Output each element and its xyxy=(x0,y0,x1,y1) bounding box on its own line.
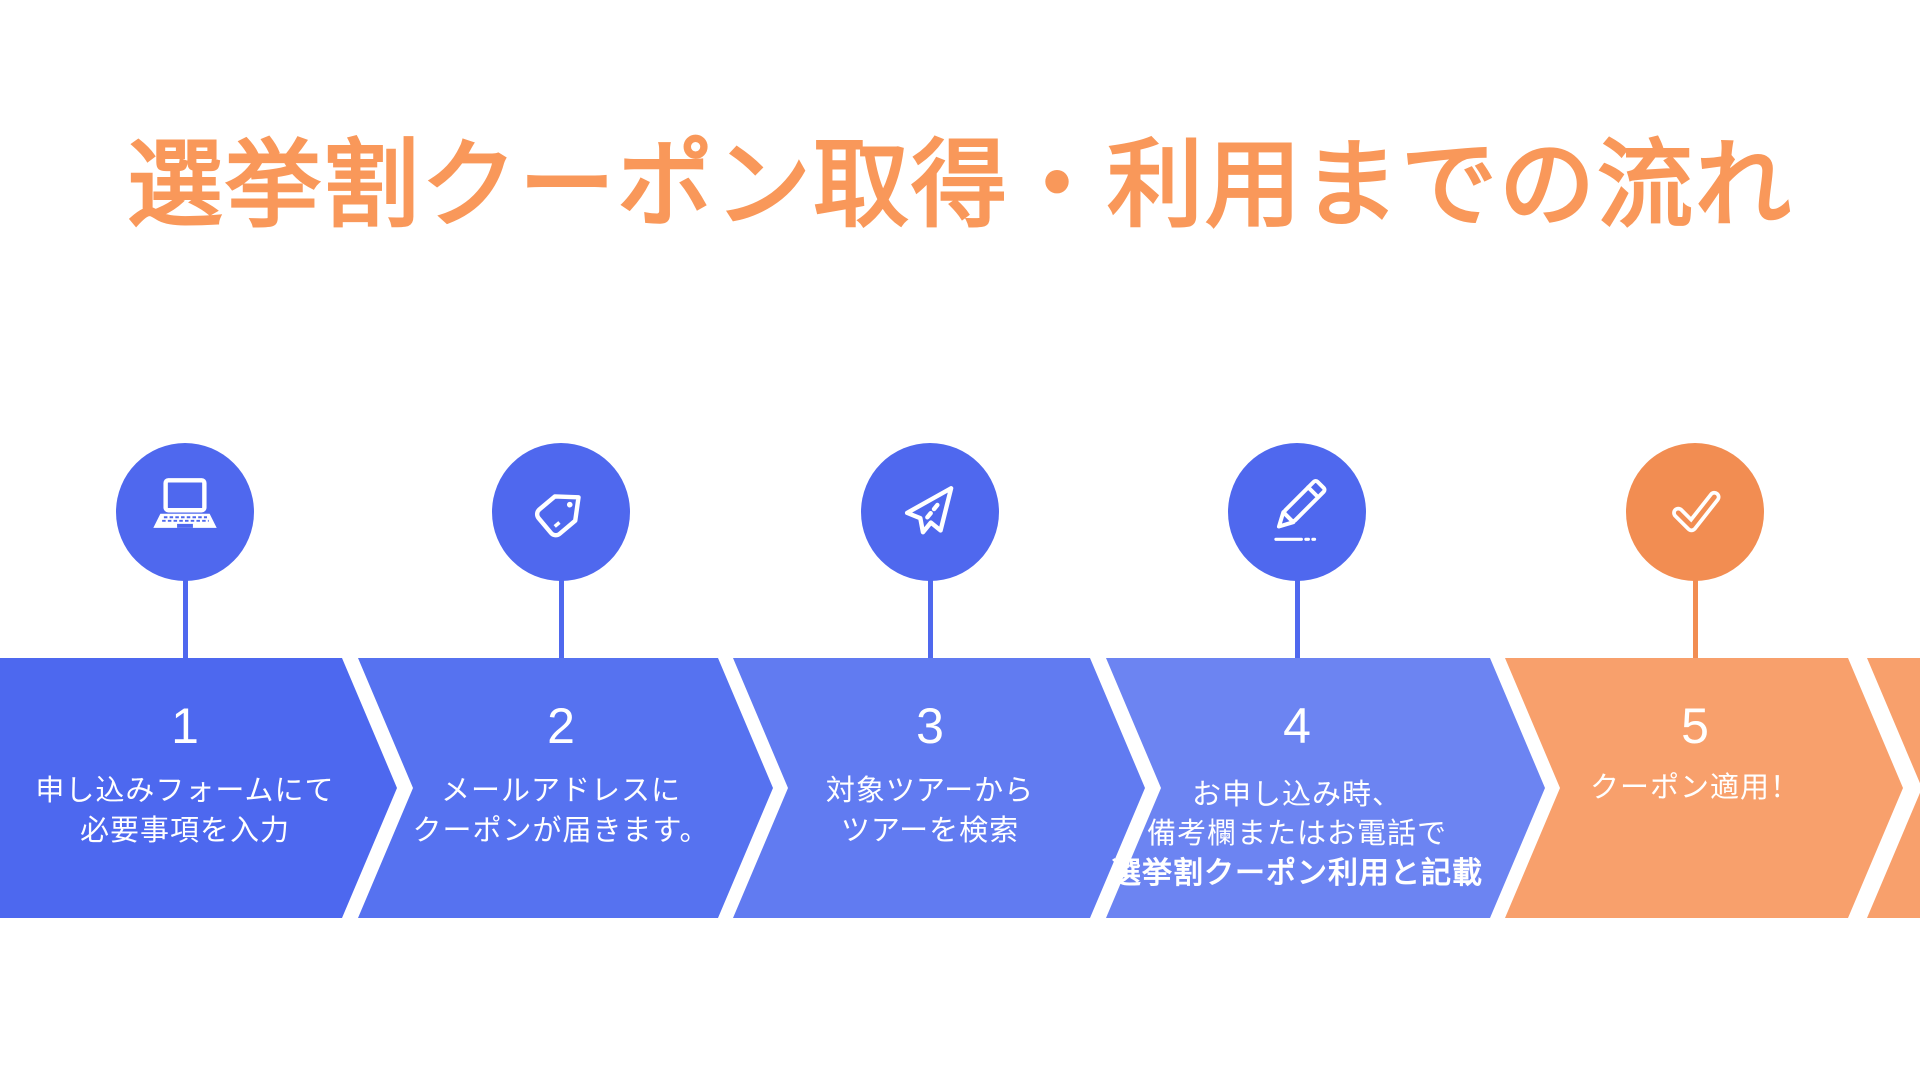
step-description-line: クーポンが届きます。 xyxy=(412,815,710,847)
chevron-segment-1 xyxy=(0,658,397,918)
tag-icon xyxy=(534,494,581,538)
step-description-line: お申し込み時、 xyxy=(1191,779,1402,811)
step-4: 4 お申し込み時、 備考欄またはお電話で 選挙割クーポン利用と記載 xyxy=(1097,696,1497,893)
step5-connector xyxy=(1693,578,1698,660)
send-icon xyxy=(904,486,954,535)
step-3: 3 対象ツアーから ツアーを検索 xyxy=(750,696,1110,851)
step1-icon-badge xyxy=(116,443,254,581)
step-number: 2 xyxy=(547,698,575,754)
chevron-segment-5 xyxy=(1505,658,1903,918)
step-description-line: 備考欄またはお電話で xyxy=(1146,818,1447,850)
step4-connector xyxy=(1295,578,1300,660)
step-1: 1 申し込みフォームにて 必要事項を入力 xyxy=(5,696,365,851)
step3-icon-badge xyxy=(861,443,999,581)
step-number: 5 xyxy=(1681,698,1709,754)
step-number: 4 xyxy=(1283,698,1311,754)
step-description-line: クーポン適用！ xyxy=(1589,772,1800,804)
chevron-segment-4 xyxy=(1106,658,1545,918)
step-description-line: 選挙割クーポン利用と記載 xyxy=(1111,857,1483,890)
step-number: 3 xyxy=(916,698,944,754)
step-description-line: ツアーを検索 xyxy=(840,815,1020,847)
chevron-segment-2 xyxy=(358,658,773,918)
chevron-segment-3 xyxy=(733,658,1145,918)
step5-icon-badge xyxy=(1626,443,1764,581)
step-2: 2 メールアドレスに クーポンが届きます。 xyxy=(381,696,741,851)
step-description-line: メールアドレスに xyxy=(440,775,681,807)
step2-connector xyxy=(559,578,564,660)
step-description-line: 申し込みフォームにて xyxy=(35,775,335,807)
step2-icon-badge xyxy=(492,443,630,581)
step1-connector xyxy=(183,578,188,660)
step-description-line: 対象ツアーから xyxy=(825,775,1035,807)
pencil-icon xyxy=(1274,478,1327,541)
step3-connector xyxy=(928,578,933,660)
step4-icon-badge xyxy=(1228,443,1366,581)
laptop-icon xyxy=(153,478,217,528)
step-5: 5 クーポン適用！ xyxy=(1515,696,1875,808)
step-number: 1 xyxy=(171,698,199,754)
step-description-line: 必要事項を入力 xyxy=(79,815,290,847)
check-icon xyxy=(1672,490,1721,533)
page-title: 選挙割クーポン取得・利用までの流れ xyxy=(127,132,1793,239)
